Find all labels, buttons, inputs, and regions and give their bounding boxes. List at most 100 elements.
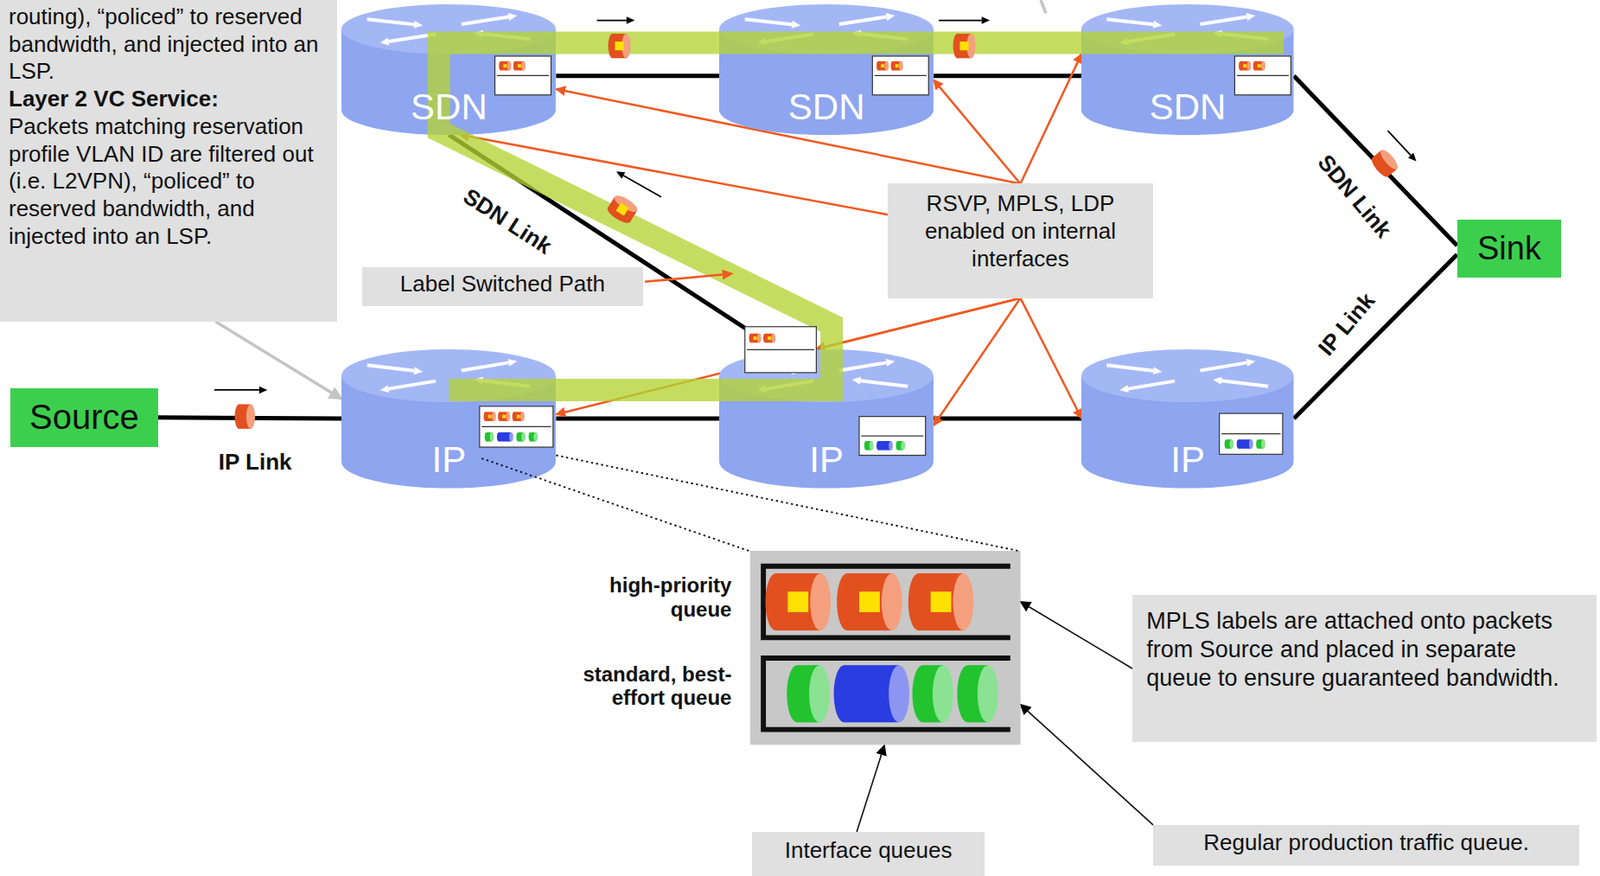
router-name: IP: [1170, 439, 1205, 481]
zoom-line: [555, 454, 1020, 551]
pointer-arrow: [215, 321, 342, 400]
arrow-mark: [367, 364, 423, 375]
ip-router: IP: [341, 349, 556, 489]
packet-cylinder: [1224, 439, 1235, 449]
drawing-part: [900, 440, 906, 451]
packet-cylinder: [1253, 61, 1266, 71]
queue-icon: [859, 416, 926, 456]
drawing-part: [888, 665, 910, 723]
drawing-part: [876, 61, 881, 71]
network-link: [1294, 76, 1458, 246]
drawing-part: [872, 56, 929, 96]
link-label: IP Link: [216, 447, 295, 475]
drawing-part: [1369, 154, 1392, 179]
endpoint-name: Source: [29, 397, 140, 437]
router-name: IP: [809, 439, 844, 481]
drawing-part: [367, 364, 415, 370]
drawing-part: [766, 33, 815, 42]
drawing-part: [1236, 75, 1289, 77]
queue-icon: [479, 406, 554, 447]
drawing-part: [380, 37, 390, 45]
drawing-part: [503, 63, 507, 68]
drawing-part: [388, 33, 437, 42]
drawing-part: [746, 349, 815, 351]
arrow-mark: [1387, 130, 1416, 161]
pointer-arrow: [933, 298, 1020, 426]
packet-cylinder: [953, 33, 976, 58]
callout-text: high-priority queue: [581, 573, 733, 621]
arrow-mark: [758, 380, 814, 392]
arrow-mark: [1200, 12, 1256, 25]
packet-cylinder: [836, 573, 903, 631]
drawing-part: [1246, 358, 1256, 367]
drawing-part: [1249, 439, 1254, 449]
router-name: SDN: [410, 86, 488, 128]
drawing-part: [839, 16, 887, 25]
drawing-part: [1107, 19, 1154, 25]
packet-cylinder: [484, 432, 495, 442]
drawing-part: [1387, 130, 1411, 156]
drawing-part: [745, 19, 793, 25]
drawing-part: [484, 411, 489, 421]
packet-cylinder: [786, 665, 830, 723]
endpoint-name: Sink: [1477, 229, 1542, 268]
queue-icon: [495, 56, 552, 96]
source-box: Source: [10, 388, 159, 447]
drawing-part: [607, 197, 638, 223]
network-link: [933, 73, 1082, 78]
arrow-mark: [644, 269, 734, 282]
packet-cylinder: [895, 440, 906, 451]
drawing-part: [414, 366, 423, 375]
drawing-part: [623, 175, 662, 198]
drawing-part: [1224, 439, 1230, 449]
drawing-part: [516, 432, 521, 442]
queue-label-column: high-priority queuestandard, best-effort…: [581, 573, 733, 709]
drawing-part: [1221, 380, 1269, 386]
drawing-part: [751, 333, 759, 344]
packet-cylinder: [956, 665, 998, 723]
drawing-part: [864, 440, 869, 451]
drawing-part: [1213, 376, 1223, 385]
packet-cylinder: [513, 61, 526, 71]
packet-cylinder: [512, 411, 525, 421]
packet-cylinder: [911, 665, 953, 723]
arrow-mark: [474, 29, 530, 39]
queue-channel: [763, 566, 1011, 638]
drawing-part: [1261, 439, 1266, 449]
lsp-callout: Label Switched Path: [362, 267, 644, 306]
router-arrows: [745, 358, 908, 393]
drawing-part: [952, 573, 974, 631]
arrow-mark: [380, 33, 436, 45]
drawing-part: [528, 432, 533, 442]
drawing-part: [881, 573, 903, 631]
callout-text: Regular production traffic queue.: [1158, 828, 1575, 857]
drawing-part: [597, 19, 627, 22]
drawing-part: [474, 376, 484, 385]
drawing-part: [1257, 63, 1262, 68]
drawing-part: [497, 75, 549, 77]
interface-queue-inset: high-priority queuestandard, best-effort…: [581, 550, 1021, 745]
arrow-mark: [597, 16, 636, 24]
drawing-part: [1221, 433, 1281, 434]
packet-cylinder: [608, 33, 632, 58]
drawing-part: [1081, 4, 1295, 54]
drawing-part: [239, 403, 251, 428]
drawing-part: [515, 61, 523, 71]
arrow-mark: [758, 33, 814, 45]
drawing-part: [1213, 29, 1223, 38]
drawing-part: [495, 56, 552, 96]
drawing-part: [791, 366, 801, 375]
arrow-mark: [852, 376, 908, 387]
drawing-part: [886, 358, 896, 367]
packet-cylinder: [1238, 61, 1251, 71]
arrow-mark: [214, 386, 268, 394]
drawing-part: [506, 411, 511, 421]
arrow-mark: [474, 376, 530, 387]
packet-cylinder: [891, 61, 904, 71]
drawing-part: [608, 33, 618, 58]
pointer-arrow: [1019, 53, 1082, 184]
drawing-part: [498, 61, 504, 71]
drawing-part: [501, 61, 510, 71]
drawing-part: [895, 440, 900, 451]
drawing-part: [498, 432, 511, 442]
